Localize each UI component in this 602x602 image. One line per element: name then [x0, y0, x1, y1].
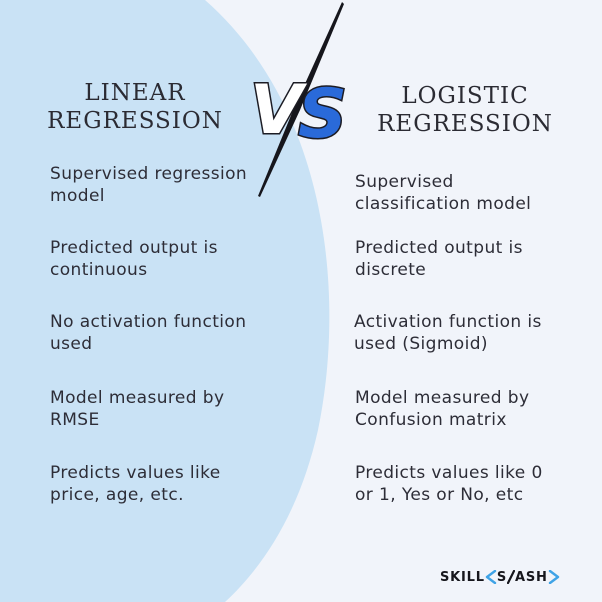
item-line: Predicted output is: [50, 238, 218, 258]
right-item-measure: Model measured by Confusion matrix: [355, 387, 529, 431]
left-item-predicts: Predicts values like price, age, etc.: [50, 462, 221, 506]
item-line: Predicted output is: [355, 238, 523, 258]
logo-text-skill: SKILL: [440, 569, 485, 585]
heading-line: LOGISTIC: [401, 83, 529, 109]
logo-text-s: S: [496, 569, 508, 585]
linear-regression-heading: LINEAR REGRESSION: [40, 79, 230, 135]
item-line: model: [50, 186, 105, 206]
left-panel-background: [0, 0, 330, 602]
vs-graphic: V S: [249, 2, 348, 197]
logistic-regression-heading: LOGISTIC REGRESSION: [370, 82, 560, 138]
right-item-activation: Activation function is used (Sigmoid): [354, 311, 542, 355]
item-line: RMSE: [50, 410, 100, 430]
item-line: Model measured by: [50, 388, 225, 408]
item-line: classification model: [355, 194, 532, 214]
left-item-output: Predicted output is continuous: [50, 237, 218, 281]
item-line: Activation function is: [354, 312, 542, 332]
left-item-measure: Model measured by RMSE: [50, 387, 224, 431]
chevron-left-icon: [485, 570, 497, 584]
item-line: price, age, etc.: [50, 485, 184, 505]
right-item-output: Predicted output is discrete: [355, 237, 523, 281]
item-line: used (Sigmoid): [354, 334, 488, 354]
item-line: continuous: [50, 260, 148, 280]
vs-letter-s: S: [298, 75, 347, 154]
heading-line: REGRESSION: [47, 108, 223, 134]
item-line: or 1, Yes or No, etc: [355, 485, 524, 505]
item-line: Confusion matrix: [355, 410, 507, 430]
item-line: Supervised regression: [50, 164, 248, 184]
vs-letter-v: V: [250, 71, 308, 150]
heading-line: LINEAR: [84, 80, 186, 106]
left-item-activation: No activation function used: [50, 311, 246, 355]
item-line: Predicts values like: [50, 463, 221, 483]
item-line: Predicts values like 0: [355, 463, 543, 483]
right-item-supervised: Supervised classification model: [355, 171, 531, 215]
right-item-predicts: Predicts values like 0 or 1, Yes or No, …: [355, 462, 543, 506]
lightning-slash: [258, 2, 344, 197]
left-item-supervised: Supervised regression model: [50, 163, 247, 207]
slash-icon: [507, 570, 516, 584]
item-line: discrete: [355, 260, 427, 280]
skillslash-logo: SKILL S ASH: [440, 568, 560, 586]
item-line: used: [50, 334, 93, 354]
logo-text-ash: ASH: [515, 569, 548, 585]
chevron-right-icon: [548, 570, 559, 584]
item-line: Supervised: [355, 172, 454, 192]
heading-line: REGRESSION: [377, 111, 553, 137]
item-line: Model measured by: [355, 388, 530, 408]
item-line: No activation function: [50, 312, 247, 332]
